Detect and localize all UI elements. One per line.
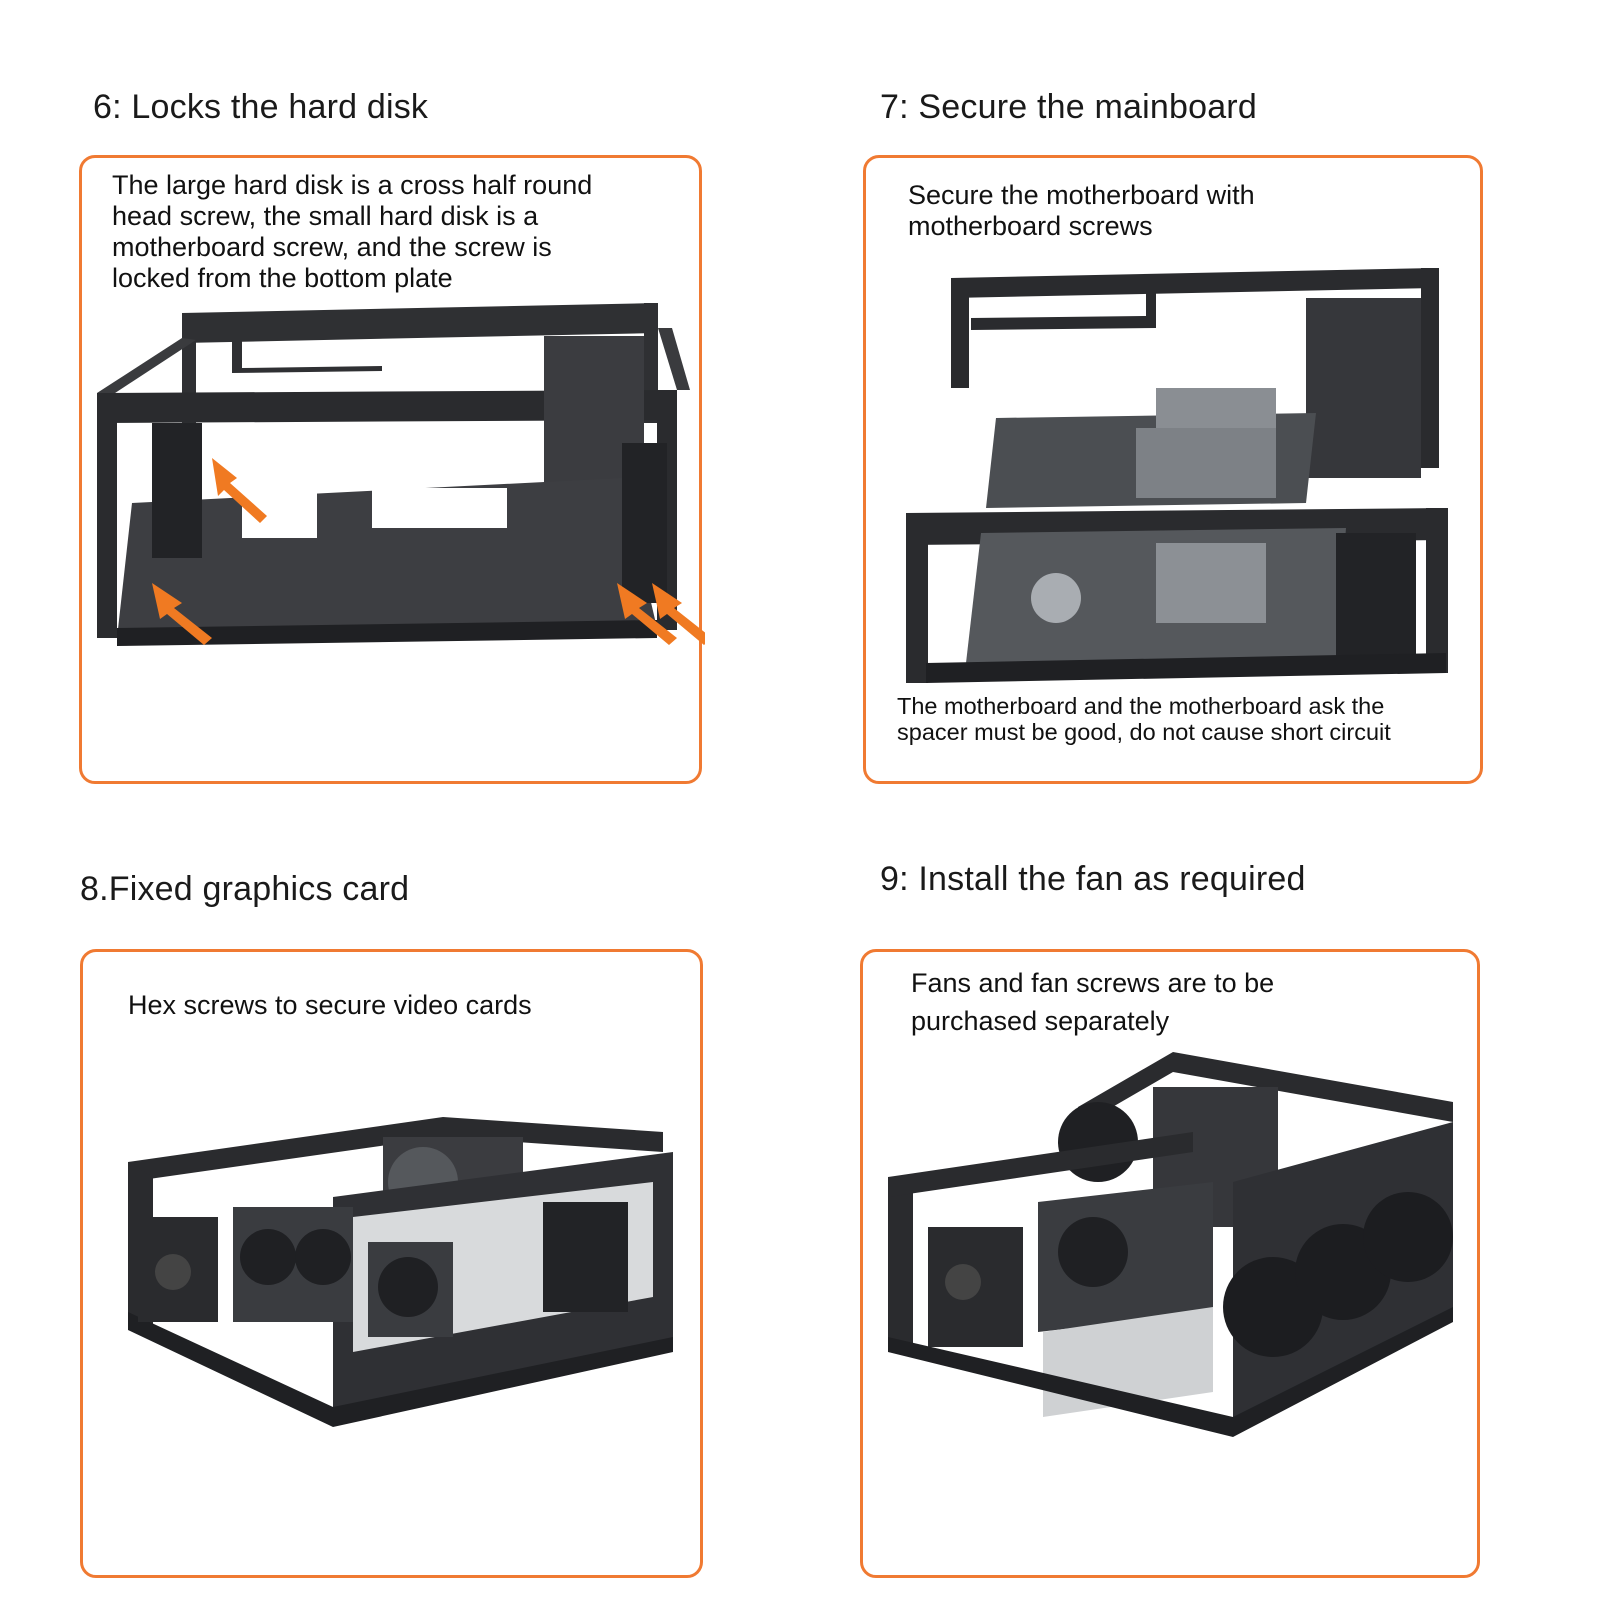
- case-frame-front-rail: [97, 390, 677, 423]
- step-7-caption: Secure the motherboard with motherboard …: [908, 180, 1255, 241]
- step-6-heading: 6: Locks the hard disk: [93, 88, 429, 126]
- step-6-panel: The large hard disk is a cross half roun…: [79, 155, 705, 784]
- step-7-panel: Secure the motherboard with motherboard …: [863, 155, 1483, 784]
- case-frame-back: [951, 268, 1436, 298]
- step-6-caption: The large hard disk is a cross half roun…: [112, 170, 593, 293]
- drive-bay-left: [152, 423, 202, 558]
- step-8-heading: 8.Fixed graphics card: [80, 870, 410, 908]
- orange-arrow-icon: [152, 583, 212, 645]
- case-frame-back: [182, 303, 657, 343]
- step-9-heading: 9: Install the fan as required: [880, 860, 1306, 898]
- step-7-heading: 7: Secure the mainboard: [880, 88, 1257, 126]
- fan-icon: [1363, 1192, 1453, 1282]
- case-illustration-hard-disk: [97, 303, 705, 646]
- drive-bay-right: [622, 443, 667, 603]
- case-frame-back: [1078, 1052, 1453, 1127]
- psu-block: [1306, 298, 1421, 478]
- case-illustration-graphics-card: [128, 1117, 673, 1427]
- orange-arrow-icon: [652, 583, 705, 645]
- case-illustration-fans: [888, 1052, 1453, 1437]
- step-8-panel: Hex screws to secure video cards: [80, 949, 703, 1578]
- step-8-caption: Hex screws to secure video cards: [128, 990, 532, 1020]
- orange-arrow-icon: [212, 458, 267, 523]
- case-illustration-mainboard: [906, 268, 1448, 683]
- orange-arrow-icon: [617, 583, 677, 645]
- step-7-note: The motherboard and the motherboard ask …: [897, 693, 1391, 745]
- case-frame-back: [128, 1117, 663, 1182]
- step-9-panel: Fans and fan screws are to be purchased …: [860, 949, 1480, 1578]
- step-9-caption: Fans and fan screws are to be purchased …: [911, 968, 1275, 1036]
